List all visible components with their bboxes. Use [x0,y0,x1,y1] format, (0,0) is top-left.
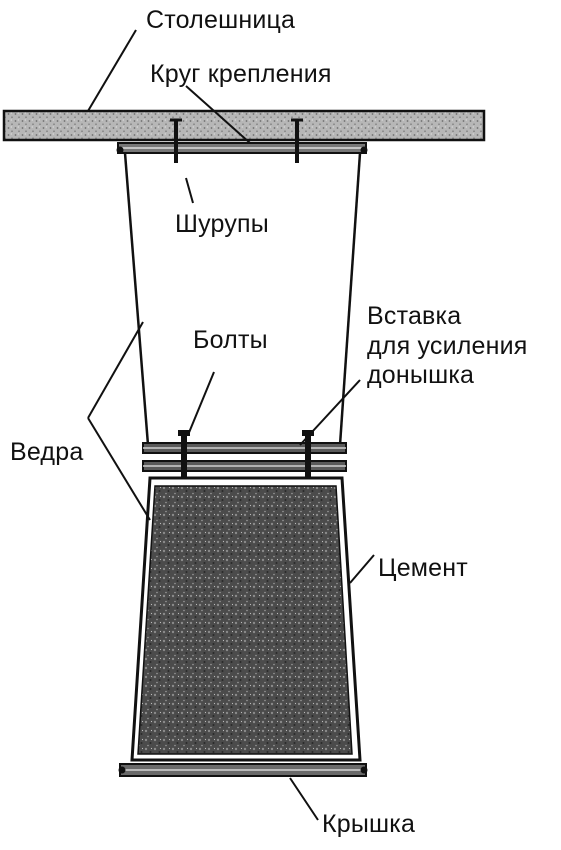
leader-buckets-lower [87,417,151,521]
leader-mount-ring [185,85,251,144]
leader-tabletop [87,29,137,112]
leader-cement [349,554,375,584]
label-tabletop: Столешница [146,6,296,34]
label-insert-line3: донышка [367,361,475,389]
bolt-left [178,430,190,482]
leader-lid [289,777,319,821]
label-cement: Цемент [378,554,468,582]
label-insert-line1: Вставка [367,302,462,330]
reinforcement-insert [142,442,347,472]
label-mount-ring: Круг крепления [150,60,332,88]
leader-screws [185,177,194,204]
label-bolts: Болты [193,326,268,354]
label-insert: Вставка для усиления донышка [367,302,528,391]
bolt-right [302,430,314,482]
leader-lines [87,29,375,821]
label-lid: Крышка [322,810,416,838]
upper-bucket [123,152,362,446]
lower-bucket [130,476,362,762]
screw-left [170,118,182,163]
lid [118,763,368,777]
leader-buckets-upper [87,321,144,419]
leader-bolts [187,371,215,436]
screw-right [291,118,303,163]
label-buckets: Ведра [10,438,84,466]
tabletop-board [2,109,486,142]
label-screws: Шурупы [175,210,269,238]
label-insert-line2: для усиления [367,331,528,360]
leader-insert [299,379,361,446]
mount-ring [116,142,368,154]
